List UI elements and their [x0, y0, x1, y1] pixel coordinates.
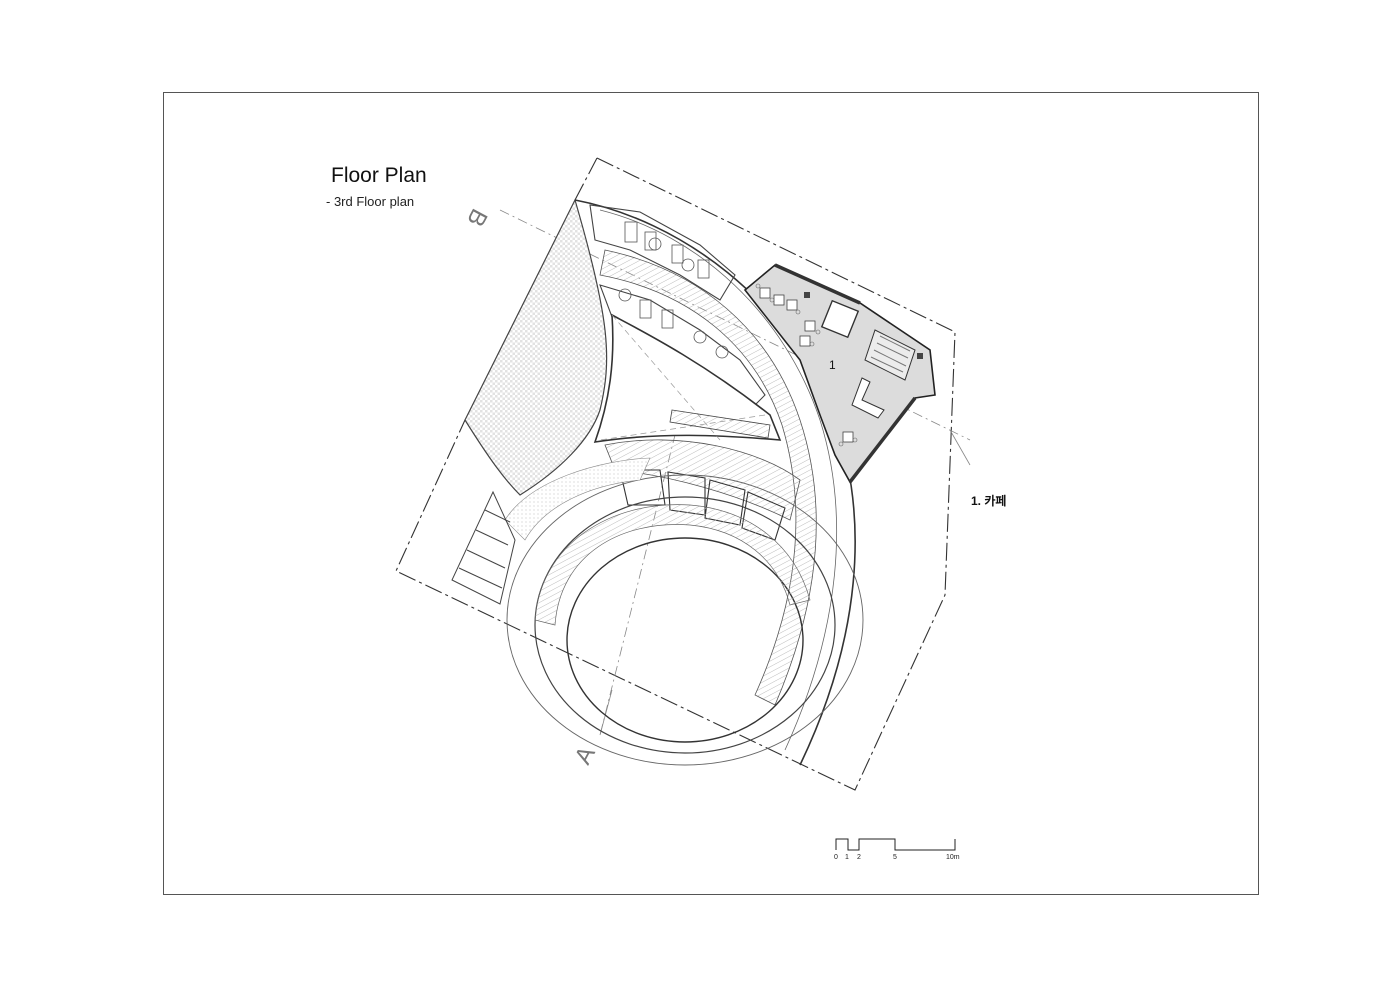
drawing-subtitle: - 3rd Floor plan — [326, 194, 415, 209]
landscape-hatch-area — [464, 198, 608, 496]
scale-tick-1: 1 — [845, 854, 849, 861]
cafe-stair-core — [864, 329, 916, 381]
facade-inner-curve — [599, 209, 838, 751]
scale-tick-5: 5 — [893, 854, 897, 861]
cafe-column — [917, 353, 923, 359]
scale-bar: 0 1 2 5 10m — [834, 838, 960, 861]
circular-plaza — [506, 474, 864, 766]
plaza-step-band — [534, 504, 811, 626]
curved-ramp — [599, 249, 817, 706]
cafe-counter — [851, 377, 885, 419]
drawing-sheet-border — [163, 92, 1259, 895]
cafe-elevator — [820, 299, 860, 339]
atrium-stair — [669, 409, 771, 439]
legend-item-cafe: 1. 카페 — [971, 494, 1007, 508]
atrium-diagonals — [599, 314, 766, 441]
cafe-room-number: 1 — [829, 358, 836, 372]
cafe-chairs — [755, 283, 858, 447]
seating-tier — [604, 439, 801, 521]
plaza-paving — [504, 457, 651, 541]
cafe-tables — [759, 287, 854, 443]
room-fixtures — [618, 221, 729, 359]
drawing-title: Floor Plan — [331, 164, 427, 187]
external-stair — [451, 490, 516, 605]
scale-tick-2: 2 — [857, 854, 861, 861]
site-boundary — [395, 157, 956, 791]
section-marker-b: B — [461, 204, 492, 231]
scale-tick-10m: 10m — [946, 854, 960, 861]
cafe-walls-thick — [774, 263, 917, 484]
atrium-void — [593, 313, 782, 443]
cafe-column — [804, 292, 810, 298]
scale-tick-0: 0 — [834, 854, 838, 861]
